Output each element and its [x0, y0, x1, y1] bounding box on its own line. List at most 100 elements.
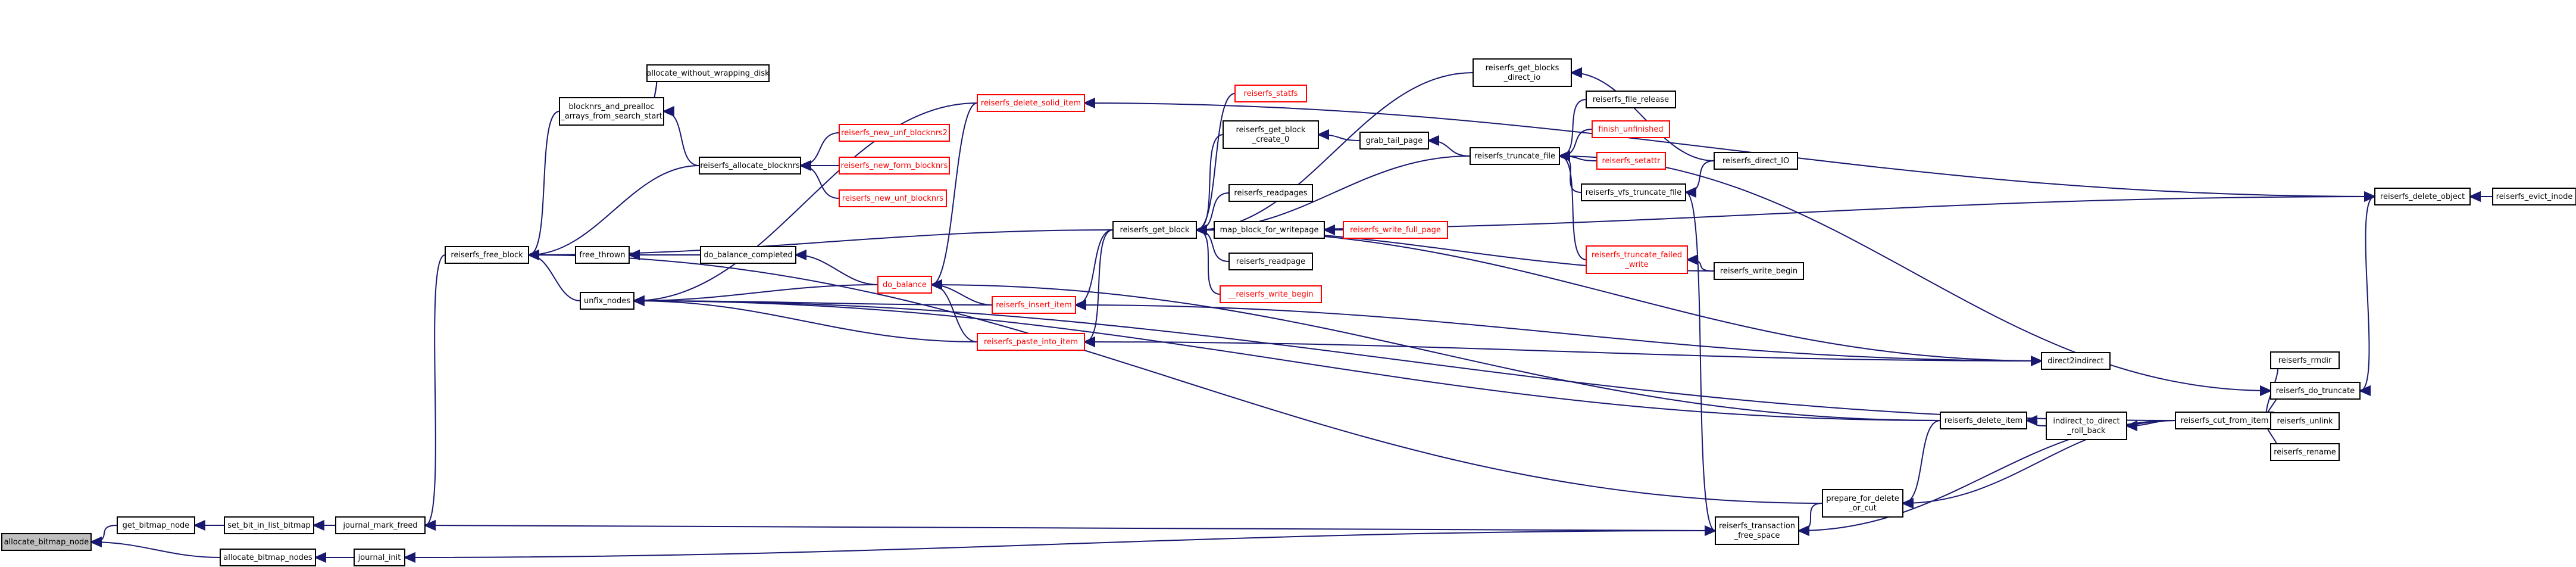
node-box[interactable]	[1473, 58, 1572, 87]
node-box[interactable]	[335, 516, 426, 534]
node-box[interactable]	[1586, 91, 1676, 108]
graph-node[interactable]: allocate_without_wrapping_disk	[646, 64, 770, 82]
node-box[interactable]	[1714, 262, 1804, 280]
node-box[interactable]	[1220, 285, 1322, 303]
graph-node[interactable]: allocate_bitmap_nodes	[220, 549, 316, 566]
node-box[interactable]	[1714, 152, 1798, 170]
graph-node[interactable]: finish_unfinished	[1592, 120, 1670, 138]
node-box[interactable]	[1, 533, 92, 551]
graph-node[interactable]: reiserfs_readpage	[1228, 253, 1313, 270]
graph-node[interactable]: reiserfs_evict_inode	[2492, 188, 2576, 205]
node-box[interactable]	[2492, 188, 2576, 205]
graph-node[interactable]: reiserfs_readpages	[1228, 184, 1313, 202]
node-box[interactable]	[220, 549, 316, 566]
node-label: allocate_bitmap_nodes	[223, 553, 312, 562]
node-box[interactable]	[2374, 188, 2471, 205]
node-box[interactable]	[1234, 85, 1307, 102]
graph-node[interactable]: allocate_bitmap_node	[1, 533, 92, 551]
node-box[interactable]	[1112, 221, 1197, 239]
node-box[interactable]	[1592, 120, 1670, 138]
graph-node[interactable]: do_balance_completed	[700, 246, 796, 264]
node-box[interactable]	[1940, 412, 2027, 429]
graph-node[interactable]: free_thrown	[575, 246, 630, 264]
node-box[interactable]	[839, 157, 950, 175]
node-box[interactable]	[1223, 120, 1319, 149]
node-box[interactable]	[445, 246, 529, 264]
graph-node[interactable]: reiserfs_get_block	[1112, 221, 1197, 239]
node-box[interactable]	[2270, 412, 2340, 430]
node-box[interactable]	[2046, 412, 2127, 440]
graph-node[interactable]: unfix_nodes	[580, 292, 634, 310]
node-box[interactable]	[992, 296, 1076, 314]
node-box[interactable]	[700, 246, 796, 264]
graph-node[interactable]: reiserfs_transaction_free_space	[1715, 516, 1799, 545]
node-box[interactable]	[1822, 489, 1903, 518]
graph-node[interactable]: reiserfs_cut_from_item	[2175, 412, 2274, 429]
node-box[interactable]	[2270, 382, 2361, 400]
graph-node[interactable]: grab_tail_page	[1359, 132, 1429, 149]
graph-node[interactable]: reiserfs_vfs_truncate_file	[1581, 183, 1686, 201]
node-box[interactable]	[1214, 221, 1325, 239]
graph-node[interactable]: reiserfs_truncate_failed_write	[1586, 245, 1688, 274]
node-box[interactable]	[1581, 183, 1686, 201]
graph-node[interactable]: reiserfs_direct_IO	[1714, 152, 1798, 170]
graph-node[interactable]: blocknrs_and_prealloc_arrays_from_search…	[559, 97, 664, 126]
node-box[interactable]	[117, 516, 195, 534]
node-box[interactable]	[580, 292, 634, 310]
graph-node[interactable]: set_bit_in_list_bitmap	[224, 516, 314, 534]
node-box[interactable]	[1715, 516, 1799, 545]
node-box[interactable]	[1596, 152, 1666, 170]
node-box[interactable]	[839, 124, 950, 142]
node-box[interactable]	[224, 516, 314, 534]
graph-node[interactable]: journal_mark_freed	[335, 516, 426, 534]
node-box[interactable]	[1470, 147, 1560, 165]
graph-node[interactable]: map_block_for_writepage	[1214, 221, 1325, 239]
node-box[interactable]	[2270, 443, 2340, 461]
graph-node[interactable]: reiserfs_rmdir	[2270, 351, 2340, 369]
node-box[interactable]	[646, 64, 770, 82]
graph-node[interactable]: reiserfs_write_full_page	[1343, 221, 1448, 239]
graph-node[interactable]: reiserfs_allocate_blocknrs	[699, 157, 801, 175]
node-box[interactable]	[1343, 221, 1448, 239]
graph-node[interactable]: reiserfs_unlink	[2270, 412, 2340, 430]
node-box[interactable]	[699, 157, 801, 175]
graph-node[interactable]: reiserfs_new_unf_blocknrs2	[839, 124, 950, 142]
graph-node[interactable]: reiserfs_rename	[2270, 443, 2340, 461]
graph-node[interactable]: direct2indirect	[2041, 352, 2111, 370]
graph-node[interactable]: reiserfs_new_form_blocknrs	[839, 157, 950, 175]
graph-node[interactable]: __reiserfs_write_begin	[1220, 285, 1322, 303]
node-box[interactable]	[1359, 132, 1429, 149]
graph-node[interactable]: reiserfs_insert_item	[992, 296, 1076, 314]
node-box[interactable]	[2270, 351, 2340, 369]
node-box[interactable]	[559, 97, 664, 126]
graph-node[interactable]: reiserfs_get_block_create_0	[1223, 120, 1319, 149]
node-box[interactable]	[354, 549, 405, 566]
node-box[interactable]	[575, 246, 630, 264]
graph-node[interactable]: reiserfs_setattr	[1596, 152, 1666, 170]
node-box[interactable]	[977, 94, 1085, 112]
graph-node[interactable]: journal_init	[354, 549, 405, 566]
node-box[interactable]	[839, 189, 947, 207]
graph-node[interactable]: get_bitmap_node	[117, 516, 195, 534]
graph-node[interactable]: reiserfs_do_truncate	[2270, 382, 2361, 400]
graph-node[interactable]: reiserfs_write_begin	[1714, 262, 1804, 280]
node-box[interactable]	[2041, 352, 2111, 370]
graph-node[interactable]: reiserfs_delete_item	[1940, 412, 2027, 429]
graph-node[interactable]: do_balance	[877, 276, 932, 294]
node-box[interactable]	[1228, 184, 1313, 202]
graph-node[interactable]: reiserfs_new_unf_blocknrs	[839, 189, 947, 207]
graph-node[interactable]: reiserfs_truncate_file	[1470, 147, 1560, 165]
node-box[interactable]	[1228, 253, 1313, 270]
graph-node[interactable]: prepare_for_delete_or_cut	[1822, 489, 1903, 518]
graph-node[interactable]: reiserfs_delete_object	[2374, 188, 2471, 205]
graph-node[interactable]: reiserfs_get_blocks_direct_io	[1473, 58, 1572, 87]
node-box[interactable]	[977, 333, 1085, 351]
graph-node[interactable]: reiserfs_delete_solid_item	[977, 94, 1085, 112]
graph-node[interactable]: indirect_to_direct_roll_back	[2046, 412, 2127, 440]
graph-node[interactable]: reiserfs_file_release	[1586, 91, 1676, 108]
node-box[interactable]	[877, 276, 932, 294]
node-box[interactable]	[1586, 245, 1688, 274]
graph-node[interactable]: reiserfs_statfs	[1234, 85, 1307, 102]
graph-node[interactable]: reiserfs_free_block	[445, 246, 529, 264]
graph-node[interactable]: reiserfs_paste_into_item	[977, 333, 1085, 351]
